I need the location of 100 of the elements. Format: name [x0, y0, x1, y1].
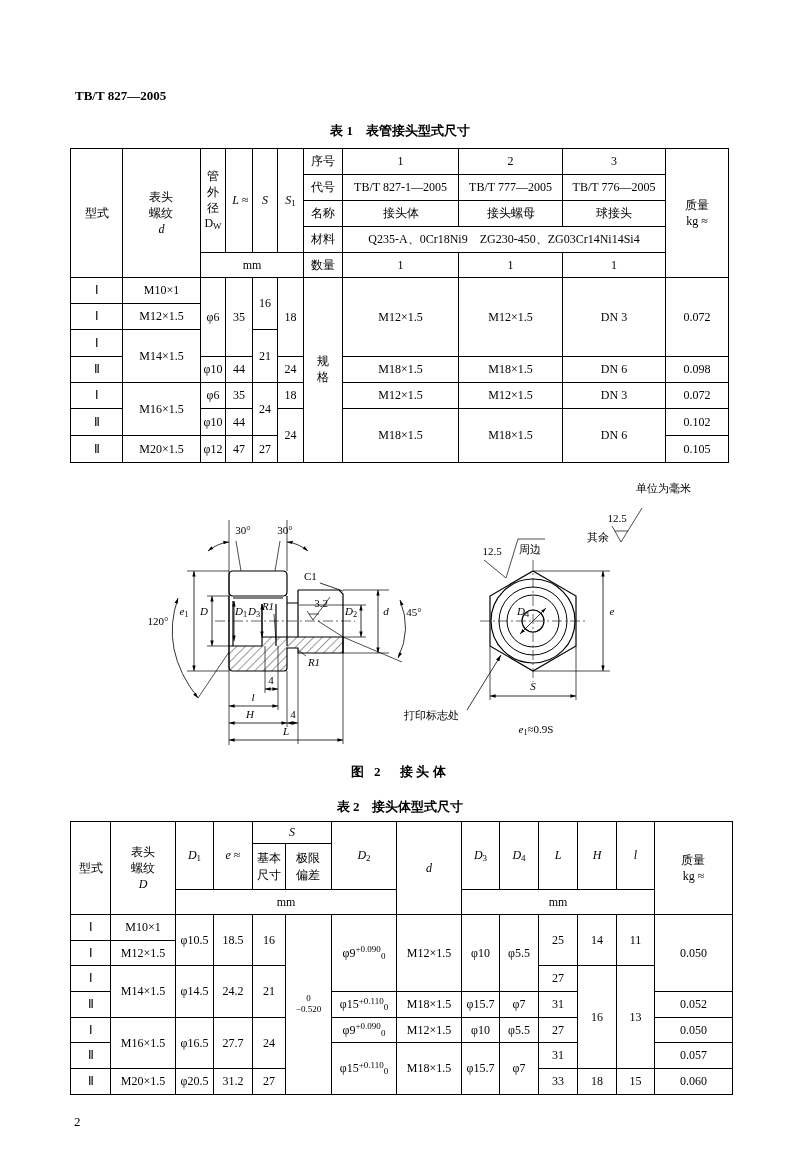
- dimension-label: R1: [261, 600, 275, 612]
- dimension-label: D: [200, 605, 208, 617]
- dimension-label: e: [609, 605, 615, 617]
- table-value: DN 3: [600, 309, 628, 325]
- table-value: M20×1.5: [139, 441, 184, 457]
- leader-label: C1: [304, 569, 317, 583]
- table-value: TB/T 827-1—2005: [354, 180, 447, 195]
- column-header: 序号: [311, 154, 335, 169]
- table-value: 0.072: [683, 309, 711, 325]
- table-value: M12×1.5: [406, 945, 452, 961]
- table-value: 18.5: [222, 932, 244, 948]
- table-value: 47: [233, 441, 245, 457]
- column-header: H: [592, 848, 602, 863]
- table-value: M16×1.5: [120, 1035, 166, 1051]
- table-value: 11: [629, 932, 642, 948]
- table-value: Ⅱ: [93, 362, 100, 377]
- table-value: 0.105: [683, 441, 711, 457]
- table-value: M12×1.5: [488, 388, 533, 403]
- table-value: M18×1.5: [378, 362, 423, 377]
- table-value: 0 −0.520: [294, 992, 323, 1016]
- table-value: φ15.7: [466, 997, 495, 1012]
- column-header: 质量 kg ≈: [684, 196, 710, 230]
- table-value: 44: [233, 362, 245, 377]
- column-header: L ≈: [231, 192, 250, 209]
- dimension-label: 30°: [277, 524, 293, 536]
- column-header: 数量: [311, 257, 335, 273]
- table-value: M18×1.5: [406, 997, 452, 1012]
- dimension-label: 12.5: [607, 512, 627, 524]
- dimension-label: D$_{2}$: [344, 605, 358, 617]
- table-value: 0.098: [683, 362, 711, 377]
- table-value: 接头螺母: [486, 206, 535, 221]
- table-value: φ5.5: [508, 945, 530, 961]
- column-header: D$_{2}$: [357, 848, 371, 863]
- table-value: 18: [284, 309, 297, 325]
- table-value: φ10: [471, 945, 490, 961]
- table-value: 27: [552, 971, 564, 986]
- table-value: 31: [552, 997, 564, 1012]
- table-value: 0.072: [683, 388, 711, 403]
- table-value: DN 3: [600, 388, 628, 403]
- table-value: Ⅰ: [94, 335, 99, 351]
- table-value: DN 6: [600, 428, 628, 443]
- table-value: 27: [263, 1074, 275, 1089]
- table-value: M12×1.5: [120, 945, 166, 961]
- table-value: Ⅰ: [88, 971, 93, 986]
- table-value: 27: [552, 1022, 564, 1038]
- table-value: 18: [591, 1074, 603, 1089]
- dimension-label: L: [282, 725, 290, 737]
- table-value: M18×1.5: [378, 428, 423, 443]
- table-value: M10×1: [143, 283, 180, 298]
- table-value: 27.7: [222, 1035, 244, 1051]
- column-header: S: [289, 825, 295, 840]
- column-header: mm: [548, 894, 568, 910]
- table-value: 1: [611, 257, 617, 273]
- table-value: φ10.5: [180, 932, 209, 948]
- column-header: 名称: [311, 206, 335, 221]
- column-header: 型式: [84, 205, 109, 221]
- table-value: 0.102: [683, 414, 711, 430]
- column-header: D$_{4}$: [512, 848, 526, 863]
- table-value: 35: [233, 388, 245, 403]
- table-value: Ⅱ: [87, 1074, 94, 1089]
- figure-caption: 图 2 接头体: [350, 763, 450, 781]
- column-header: D$_{3}$: [473, 848, 488, 863]
- table-value: φ20.5: [180, 1074, 209, 1089]
- table-value: 21: [259, 348, 271, 364]
- table-value: 31.2: [222, 1074, 244, 1089]
- table-value: φ5.5: [508, 1022, 530, 1038]
- column-header: 材料: [311, 232, 335, 247]
- dimension-label: 30°: [235, 524, 251, 536]
- table-value: Ⅱ: [87, 997, 94, 1012]
- table-value: 0.052: [680, 997, 707, 1012]
- table-value: 24: [284, 428, 297, 443]
- table-value: 27: [259, 441, 271, 457]
- dimension-label: l: [251, 691, 255, 703]
- table-value: φ6: [206, 309, 220, 325]
- table-value: 16: [259, 296, 271, 311]
- dimension-label: 周边: [519, 543, 541, 555]
- table-value: φ15.7: [466, 1061, 495, 1076]
- dimension-label: 3.2: [314, 597, 328, 609]
- table-value: φ16.5: [180, 1035, 209, 1051]
- dimension-label: H: [246, 708, 254, 720]
- column-header: 表头螺纹 d: [148, 188, 175, 238]
- column-header: l: [633, 848, 638, 863]
- table-value: M16×1.5: [139, 401, 184, 417]
- table-value: 31: [552, 1048, 564, 1063]
- table-value: 16: [263, 932, 275, 948]
- table-value: Ⅱ: [93, 441, 100, 457]
- table-value: 18: [284, 388, 297, 403]
- table-value: Ⅰ: [88, 920, 93, 935]
- unit-note: 单位为毫米: [636, 481, 691, 496]
- column-header: L: [554, 848, 562, 863]
- table-value: M14×1.5: [120, 984, 166, 999]
- table-value: Ⅱ: [93, 414, 100, 430]
- table-value: Ⅱ: [87, 1048, 94, 1063]
- table-value: Ⅰ: [94, 309, 99, 324]
- dimension-label: D$_{4}$: [516, 605, 530, 617]
- table-value: 15: [629, 1074, 642, 1089]
- column-header: 基本尺寸: [256, 850, 282, 883]
- table-value: Q235-A、0Cr18Ni9 ZG230-450、ZG03Cr14Ni14Si4: [368, 232, 640, 247]
- table-value: M18×1.5: [488, 428, 533, 443]
- table-value: 21: [263, 984, 275, 999]
